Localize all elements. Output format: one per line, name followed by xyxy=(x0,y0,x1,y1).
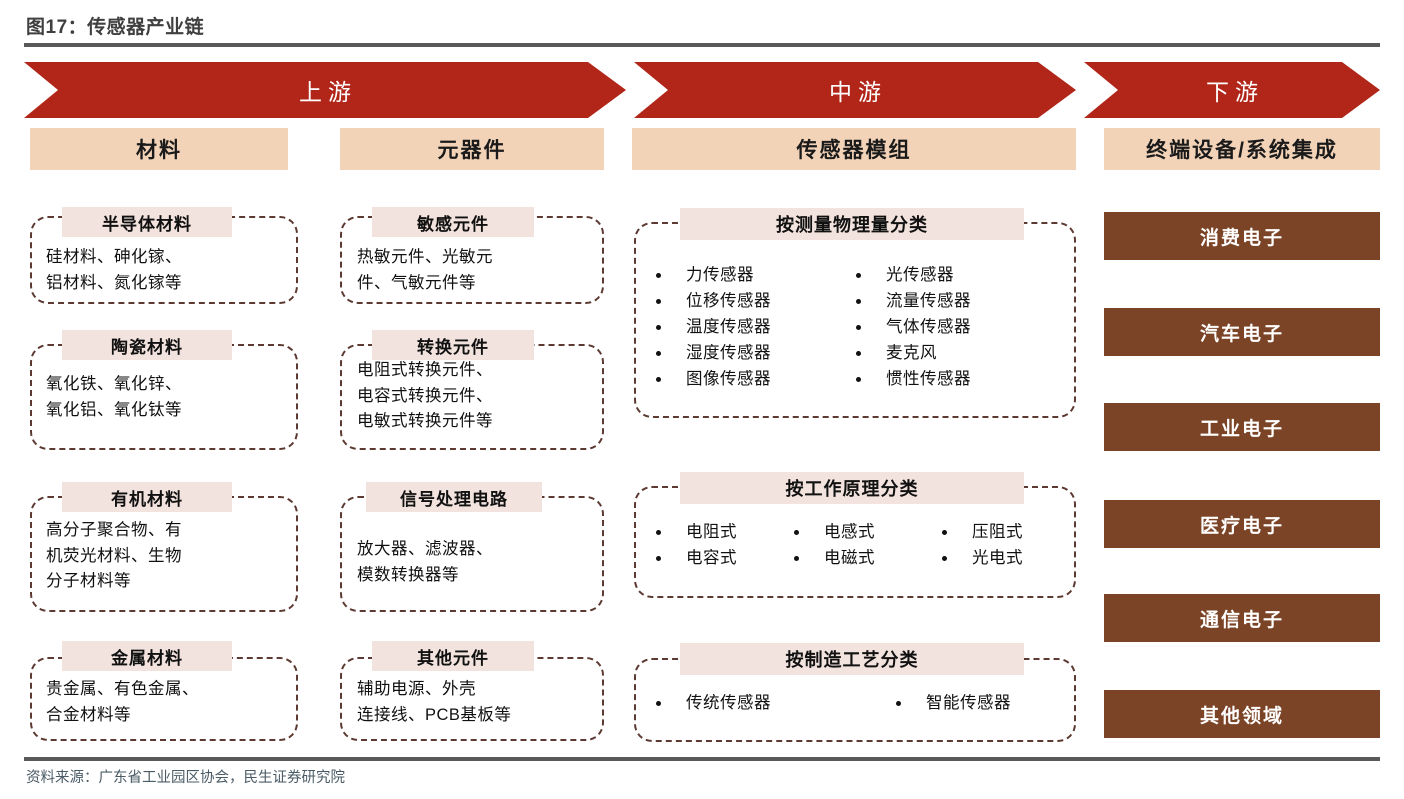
title-divider xyxy=(24,43,1380,47)
list-item: 温度传感器 xyxy=(652,314,852,340)
card-body-sensitive-element: 热敏元件、光敏元 件、气敏元件等 xyxy=(357,248,493,292)
list-by-working-principle: 电阻式 电容式 电感式 电磁式 压阻式 光电式 xyxy=(652,519,1068,571)
downstream-block-communication-electronics: 通信电子 xyxy=(1104,594,1380,642)
list-item: 电阻式 xyxy=(652,519,790,545)
list-column-3: 压阻式 光电式 xyxy=(938,519,1068,571)
card-body-ceramic-material: 氧化铁、氧化锌、 氧化铝、氧化钛等 xyxy=(46,375,182,419)
list-by-physical-quantity: 力传感器 位移传感器 温度传感器 湿度传感器 图像传感器 光传感器 流量传感器 … xyxy=(652,262,1052,392)
card-body-signal-processing-circuit: 放大器、滤波器、 模数转换器等 xyxy=(357,540,493,584)
list-by-manufacturing-process: 传统传感器 智能传感器 xyxy=(652,690,1072,716)
card-title-by-physical-quantity: 按测量物理量分类 xyxy=(680,208,1024,240)
list-item: 电容式 xyxy=(652,545,790,571)
card-body-semiconductor-material: 硅材料、砷化镓、 铝材料、氮化镓等 xyxy=(46,248,182,292)
card-title-metal-material: 金属材料 xyxy=(62,641,232,671)
list-column-2: 光传感器 流量传感器 气体传感器 麦克风 惯性传感器 xyxy=(852,262,1052,392)
list-item: 湿度传感器 xyxy=(652,340,852,366)
list-item: 气体传感器 xyxy=(852,314,1052,340)
downstream-block-other-fields: 其他领域 xyxy=(1104,690,1380,738)
list-item: 智能传感器 xyxy=(892,690,1072,716)
list-item: 力传感器 xyxy=(652,262,852,288)
list-item: 图像传感器 xyxy=(652,366,852,392)
list-item: 传统传感器 xyxy=(652,690,892,716)
source-note: 资料来源：广东省工业园区协会，民生证券研究院 xyxy=(26,770,345,786)
list-item: 惯性传感器 xyxy=(852,366,1052,392)
list-item: 光电式 xyxy=(938,545,1068,571)
stage-arrow-upstream: 上游 xyxy=(24,62,626,118)
list-item: 流量传感器 xyxy=(852,288,1052,314)
segment-header-sensor-module: 传感器模组 xyxy=(632,128,1076,170)
card-title-signal-processing-circuit: 信号处理电路 xyxy=(366,482,542,512)
segment-header-components: 元器件 xyxy=(340,128,604,170)
card-body-organic-material: 高分子聚合物、有 机荧光材料、生物 分子材料等 xyxy=(46,521,182,591)
stage-arrow-midstream: 中游 xyxy=(634,62,1076,118)
card-title-ceramic-material: 陶瓷材料 xyxy=(62,330,232,360)
list-item: 光传感器 xyxy=(852,262,1052,288)
list-column-1: 电阻式 电容式 xyxy=(652,519,790,571)
stage-label-downstream: 下游 xyxy=(1206,79,1264,105)
card-title-organic-material: 有机材料 xyxy=(62,482,232,512)
list-item: 电磁式 xyxy=(790,545,938,571)
card-body-other-components: 辅助电源、外壳 连接线、PCB基板等 xyxy=(357,680,512,724)
card-body-metal-material: 贵金属、有色金属、 合金材料等 xyxy=(46,680,199,724)
card-body-conversion-element: 电阻式转换元件、 电容式转换元件、 电敏式转换元件等 xyxy=(357,361,493,431)
list-column-2: 电感式 电磁式 xyxy=(790,519,938,571)
footer-divider xyxy=(24,757,1380,761)
page-title: 图17：传感器产业链 xyxy=(26,17,205,38)
downstream-block-automotive-electronics: 汽车电子 xyxy=(1104,308,1380,356)
downstream-block-consumer-electronics: 消费电子 xyxy=(1104,212,1380,260)
list-item: 电感式 xyxy=(790,519,938,545)
stage-label-midstream: 中游 xyxy=(829,79,887,105)
list-item: 压阻式 xyxy=(938,519,1068,545)
list-column-1: 力传感器 位移传感器 温度传感器 湿度传感器 图像传感器 xyxy=(652,262,852,392)
card-title-sensitive-element: 敏感元件 xyxy=(372,207,534,237)
downstream-block-medical-electronics: 医疗电子 xyxy=(1104,500,1380,548)
downstream-block-industrial-electronics: 工业电子 xyxy=(1104,403,1380,451)
list-item: 麦克风 xyxy=(852,340,1052,366)
card-title-other-components: 其他元件 xyxy=(372,641,534,671)
card-title-semiconductor-material: 半导体材料 xyxy=(62,207,232,237)
segment-header-materials: 材料 xyxy=(30,128,288,170)
stage-arrow-downstream: 下游 xyxy=(1084,62,1380,118)
card-title-by-working-principle: 按工作原理分类 xyxy=(680,472,1024,504)
card-title-conversion-element: 转换元件 xyxy=(372,330,534,360)
list-column-1: 传统传感器 xyxy=(652,690,892,716)
list-item: 位移传感器 xyxy=(652,288,852,314)
card-title-by-manufacturing-process: 按制造工艺分类 xyxy=(680,643,1024,675)
stage-label-upstream: 上游 xyxy=(299,79,357,105)
segment-header-end-devices: 终端设备/系统集成 xyxy=(1104,128,1380,170)
list-column-2: 智能传感器 xyxy=(892,690,1072,716)
